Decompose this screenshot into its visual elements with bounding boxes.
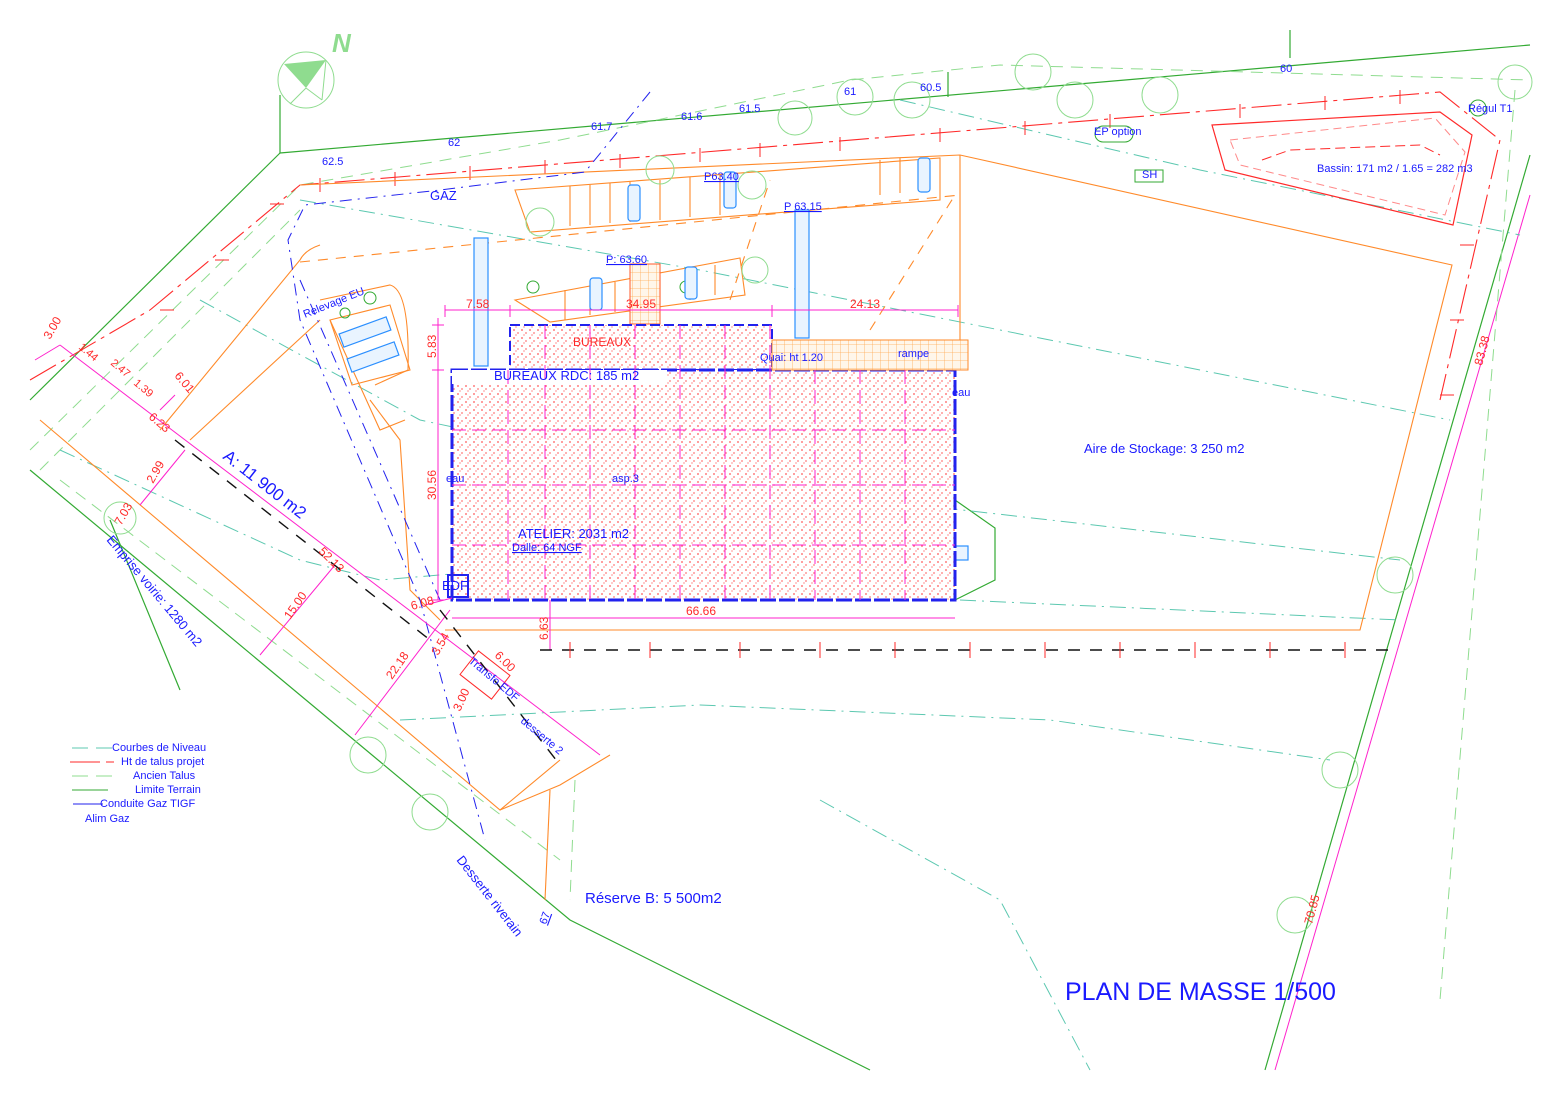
legend-label: Conduite Gaz TIGF bbox=[100, 798, 195, 810]
boundary-dashed-w bbox=[174, 439, 431, 641]
dimension-label: 34.95 bbox=[626, 297, 656, 311]
dimension-lines bbox=[34, 305, 959, 756]
desserte-riverain-label: Desserte riverain bbox=[454, 853, 526, 940]
building bbox=[447, 324, 969, 602]
rampe-label: rampe bbox=[898, 348, 929, 360]
parking-elevation-label: P63.40 bbox=[704, 171, 739, 183]
relevage-label: Relevage EU bbox=[302, 285, 367, 320]
site-boundary bbox=[29, 30, 1531, 1071]
sh-box bbox=[1134, 169, 1164, 183]
elevation-label: 61 bbox=[844, 86, 856, 98]
trees bbox=[103, 53, 1533, 934]
gas-pipeline bbox=[287, 91, 651, 841]
bureaux-label: BUREAUX bbox=[573, 335, 631, 349]
legend-label: Ancien Talus bbox=[133, 770, 196, 782]
sh-label: SH bbox=[1142, 169, 1157, 181]
bassin-label: Bassin: 171 m2 / 1.65 = 282 m3 bbox=[1317, 163, 1473, 175]
desserte2-label: desserte 2 bbox=[518, 715, 565, 757]
dimension-label: 2.47 bbox=[108, 357, 132, 380]
dimension-label: 7.03 bbox=[111, 500, 135, 528]
parcel-number-label: 67 bbox=[538, 910, 553, 926]
north-arrow-icon: N bbox=[277, 28, 352, 109]
dimension-label: 2.99 bbox=[143, 458, 167, 486]
dalle-label: Dalle: 64 NGF bbox=[512, 542, 582, 554]
ep-option-label: EP option bbox=[1094, 126, 1142, 138]
boundary-dimension-line bbox=[1274, 194, 1531, 1071]
elevation-label: 62 bbox=[448, 137, 460, 149]
transfo-edf-block bbox=[459, 650, 511, 700]
ep-option-box bbox=[1094, 125, 1134, 143]
bureaux-rdc-label: BUREAUX RDC: 185 m2 bbox=[494, 368, 639, 383]
dimension-label: 3.00 bbox=[40, 314, 64, 342]
emprise-voirie-label: Emprise voirie: 1280 m2 bbox=[104, 532, 206, 649]
elevation-labels: 62.5 62 61.7 61.6 61.5 61 60.5 60 bbox=[322, 63, 1292, 168]
elevation-label: 60.5 bbox=[920, 82, 941, 94]
legend-label: Alim Gaz bbox=[85, 813, 130, 825]
regul-icon bbox=[1469, 99, 1487, 117]
site-layout bbox=[39, 154, 1453, 901]
eau-label: eau bbox=[446, 473, 464, 485]
dimension-label: 1.39 bbox=[131, 377, 155, 400]
dimension-label: 70.85 bbox=[1301, 893, 1322, 926]
asp-label: asp.3 bbox=[612, 473, 639, 485]
dimension-label: 3.00 bbox=[450, 686, 473, 713]
parking-elevation-label: P: 63.60 bbox=[606, 254, 647, 266]
gaz-label: GAZ bbox=[430, 188, 457, 203]
storage-area-label: Aire de Stockage: 3 250 m2 bbox=[1084, 441, 1244, 456]
dimension-label: 83.38 bbox=[1471, 334, 1492, 367]
dimension-label: 6.01 bbox=[172, 369, 198, 396]
regul-label: Régul T1 bbox=[1468, 103, 1512, 115]
dimension-label: 24.13 bbox=[850, 297, 880, 311]
parking-elevation-label: P 63.15 bbox=[784, 201, 822, 213]
elevation-label: 61.5 bbox=[739, 103, 760, 115]
bureaux-block bbox=[509, 324, 773, 371]
north-letter: N bbox=[332, 28, 352, 58]
dimension-label: 6.08 bbox=[409, 593, 435, 613]
legend-label: Limite Terrain bbox=[135, 784, 201, 796]
dimension-label: 6.00 bbox=[492, 648, 519, 675]
dimension-label: 7.58 bbox=[466, 297, 490, 311]
dimension-label: 66.66 bbox=[686, 604, 716, 618]
edf-label: EDF bbox=[442, 578, 468, 593]
dimension-label: 6.63 bbox=[537, 616, 551, 640]
eau-label: eau bbox=[952, 387, 970, 399]
dimension-label: 5.83 bbox=[425, 334, 439, 358]
elevation-label: 61.6 bbox=[681, 111, 702, 123]
atelier-label: ATELIER: 2031 m2 bbox=[518, 526, 629, 541]
legend-label: Ht de talus projet bbox=[121, 756, 204, 768]
old-talus-lines bbox=[29, 64, 1531, 1001]
quai-dock bbox=[771, 339, 969, 371]
plan-title: PLAN DE MASSE 1/500 bbox=[1065, 978, 1336, 1006]
legend: Courbes de Niveau Ht de talus projet Anc… bbox=[70, 742, 206, 825]
legend-label: Courbes de Niveau bbox=[112, 742, 206, 754]
quai-label: Quai: ht 1.20 bbox=[760, 352, 823, 364]
elevation-label: 61.7 bbox=[591, 121, 612, 133]
dimension-label: 30.56 bbox=[425, 470, 439, 500]
reserve-b-label: Réserve B: 5 500m2 bbox=[585, 890, 722, 907]
projected-talus bbox=[29, 90, 1501, 401]
dimension-label: 15.00 bbox=[281, 589, 310, 622]
dimension-label: 1.44 bbox=[76, 341, 100, 364]
elevation-label: 62.5 bbox=[322, 156, 343, 168]
elevation-label: 60 bbox=[1280, 63, 1292, 75]
